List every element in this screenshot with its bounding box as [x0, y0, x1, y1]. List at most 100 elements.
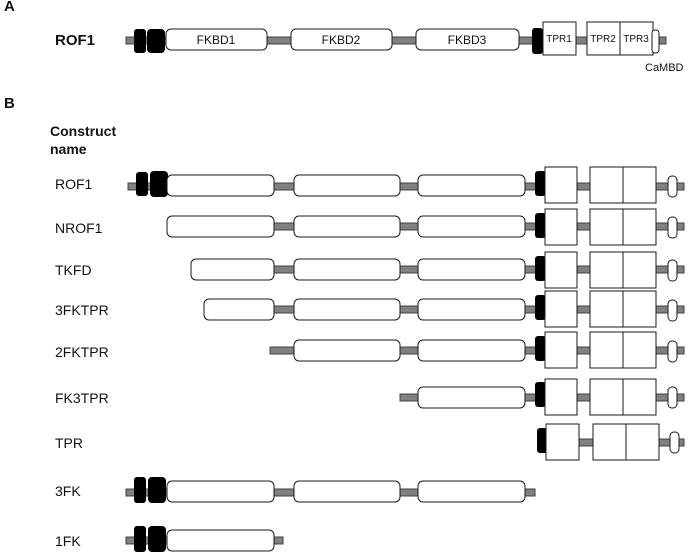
fkbd3-domain [417, 339, 526, 362]
construct-name-header-line2: name [50, 141, 87, 157]
fkbd3-domain [417, 258, 526, 281]
fkbd1-domain [203, 298, 275, 321]
fkbd1-domain [190, 258, 275, 281]
fkbd2-domain [293, 215, 401, 238]
fkbd2-domain [293, 480, 401, 503]
construct-nrof1 [166, 208, 685, 246]
cambd-domain [667, 386, 678, 409]
n-terminal-black-box [136, 172, 148, 196]
cambd-domain [669, 431, 680, 454]
construct-label-3fk: 3FK [55, 483, 81, 499]
tpr3-domain [622, 290, 657, 328]
construct-label-nrof1: NROF1 [55, 220, 103, 236]
construct-3fk [125, 477, 536, 503]
tpr-black-box [535, 256, 546, 281]
tpr1-domain [544, 290, 578, 328]
n-terminal-black-box [134, 29, 146, 53]
n-terminal-black-box [148, 526, 166, 552]
tpr3-domain [622, 166, 657, 204]
fkbd1-label: FKBD1 [197, 33, 236, 47]
fkbd2-label: FKBD2 [322, 33, 361, 47]
construct-tkfd [190, 251, 685, 289]
fkbd1-domain [165, 28, 268, 51]
construct-name-header-line1: Construct [50, 123, 117, 139]
tpr2-domain [589, 331, 624, 369]
tpr1-domain [544, 166, 578, 204]
tpr1-label: TPR1 [546, 34, 572, 45]
fkbd3-domain [417, 215, 526, 238]
tpr3-domain [622, 251, 657, 289]
tpr1-domain [544, 208, 578, 246]
fkbd3-domain [417, 480, 526, 503]
tpr1-domain [545, 423, 580, 461]
panel-a-letter: A [4, 0, 15, 15]
construct-fk3tpr [399, 378, 685, 416]
tpr3-domain [622, 378, 657, 416]
n-terminal-black-box [134, 526, 146, 552]
tpr3-domain [622, 208, 657, 246]
fkbd2-domain [293, 174, 401, 197]
tpr2-domain [589, 208, 624, 246]
tpr-black-box [535, 336, 546, 361]
rof1-domain-map: FKBD1 FKBD2 FKBD3 TPR1 TPR2 TPR3 [125, 21, 667, 56]
tpr2-domain [589, 378, 624, 416]
tpr3-domain [622, 331, 657, 369]
tpr1-domain [542, 21, 577, 56]
tpr3-label: TPR3 [623, 34, 649, 45]
tpr-black-box [535, 295, 546, 320]
fkbd3-domain [417, 386, 526, 409]
fkbd2-domain [293, 298, 401, 321]
fkbd3-domain [417, 298, 526, 321]
fkbd1-domain [166, 480, 275, 503]
cambd-domain [667, 340, 678, 363]
fkbd1-domain [166, 174, 275, 197]
fkbd3-label: FKBD3 [448, 33, 487, 47]
tpr2-domain [589, 251, 624, 289]
cambd-domain [667, 175, 678, 198]
tpr3-domain [619, 21, 654, 56]
construct-1fk [125, 526, 284, 552]
cambd-domain [667, 259, 678, 282]
cambd-domain [667, 299, 678, 322]
tpr2-domain [589, 166, 624, 204]
fkbd3-domain [417, 174, 526, 197]
n-terminal-black-box [147, 29, 165, 53]
tpr-black-box [535, 171, 546, 196]
n-terminal-black-box [148, 477, 166, 503]
construct-label-rof1: ROF1 [55, 176, 93, 192]
cambd-domain [651, 29, 660, 54]
tpr-black-box [535, 382, 546, 407]
n-terminal-black-box [134, 477, 146, 503]
tpr1-domain [544, 378, 578, 416]
fkbd2-domain [293, 339, 401, 362]
tpr2-domain [589, 290, 624, 328]
tpr-black-box [537, 428, 548, 453]
backbone-bar [127, 182, 685, 191]
construct-tpr [537, 423, 685, 461]
construct-3fktpr [203, 290, 685, 328]
tpr3-domain [625, 423, 660, 461]
tpr-black-box [535, 213, 546, 238]
tpr1-domain [544, 331, 578, 369]
panel-a-protein-name: ROF1 [55, 32, 96, 49]
fkbd2-domain [293, 258, 401, 281]
cambd-label: CaMBD [645, 62, 684, 74]
backbone-bar [125, 36, 667, 45]
panel-b-letter: B [4, 95, 15, 112]
tpr1-domain [544, 251, 578, 289]
construct-label-1fk: 1FK [55, 533, 81, 549]
construct-rof1 [127, 166, 685, 204]
construct-2fktpr [269, 331, 685, 369]
construct-label-tpr: TPR [55, 435, 83, 451]
construct-label-3fktpr: 3FKTPR [55, 302, 109, 318]
construct-label-2fktpr: 2FKTPR [55, 344, 109, 360]
tpr2-label: TPR2 [590, 34, 616, 45]
construct-label-tkfd: TKFD [55, 262, 92, 278]
cambd-domain [667, 216, 678, 239]
fkbd1-domain [166, 529, 275, 552]
fkbd3-domain [415, 28, 520, 51]
fkbd2-domain [290, 28, 393, 51]
tpr2-domain [592, 423, 627, 461]
n-terminal-black-box [150, 171, 168, 197]
